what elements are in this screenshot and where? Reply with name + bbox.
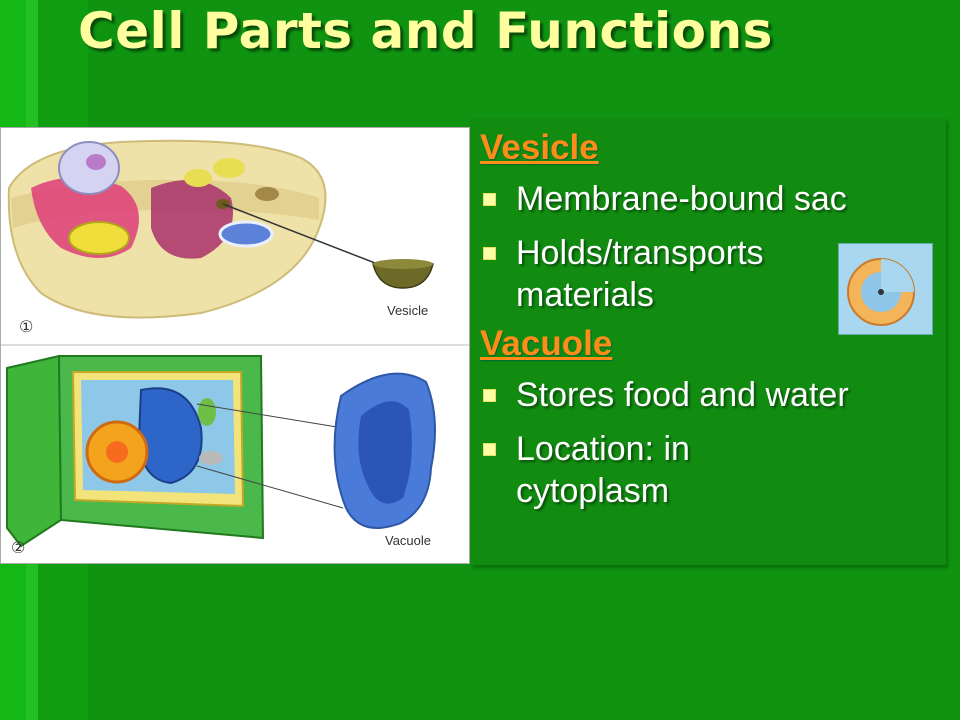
bullet-text: Stores food and water [516,376,849,414]
square-bullet-icon [483,443,496,456]
square-bullet-icon [483,193,496,206]
slide-title: Cell Parts and Functions [78,2,773,60]
vesicle-structure-thumbnail [838,243,933,335]
bullet-item: Holds/transports materials [480,232,846,316]
plant-cell-illustration [6,354,436,548]
bullet-text: Holds/transports materials [516,234,764,314]
panel1-number: ① [19,317,33,336]
vacuole-bullets: Stores food and water Location: in cytop… [480,374,950,512]
animal-cell-illustration [7,139,434,319]
vacuole-heading: Vacuole [480,324,613,363]
content-panel [470,118,946,565]
vesicle-heading: Vesicle [480,128,599,167]
vesicle-section: Vesicle Membrane-bound sac Holds/transpo… [480,128,950,316]
bullet-item: Membrane-bound sac [480,178,950,220]
vacuole-section: Vacuole Stores food and water Location: … [480,324,950,512]
cell-diagram-image: ① Vesicle ② Vacuole [0,127,470,564]
bullet-text: Location: in cytoplasm [516,430,690,510]
bullet-text: Membrane-bound sac [516,180,847,218]
cell-diagram-svg: ① Vesicle ② Vacuole [1,139,469,557]
vesicle-structure-svg [847,258,915,326]
square-bullet-icon [483,389,496,402]
vesicle-bullets: Membrane-bound sac Holds/transports mate… [480,178,950,316]
bullet-item: Location: in cytoplasm [480,428,816,512]
slide-content: Vesicle Membrane-bound sac Holds/transpo… [480,128,950,524]
square-bullet-icon [483,247,496,260]
vesicle-figure-label: Vesicle [387,303,428,318]
bullet-item: Stores food and water [480,374,950,416]
panel2-number: ② [11,538,25,557]
vacuole-figure-label: Vacuole [385,533,431,548]
